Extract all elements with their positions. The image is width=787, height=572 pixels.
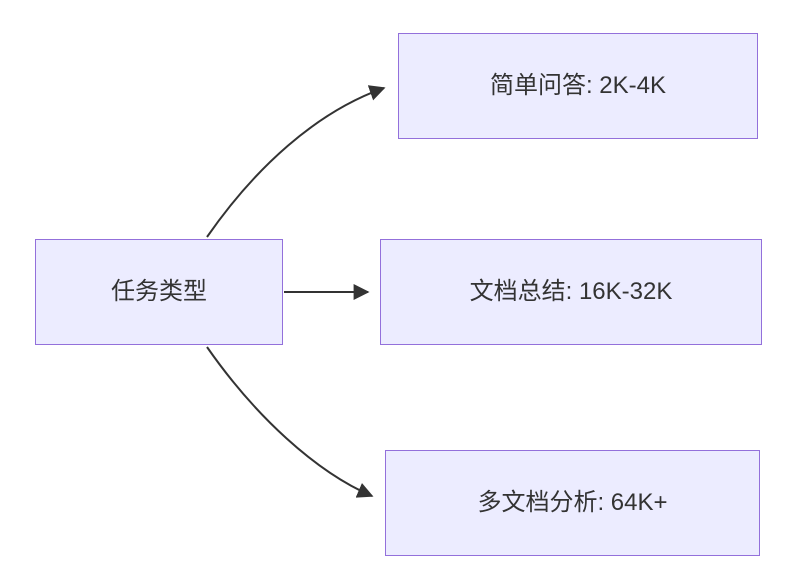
- node-simple-qa: 简单问答: 2K-4K: [398, 33, 758, 139]
- node-doc-summary: 文档总结: 16K-32K: [380, 239, 762, 345]
- node-simple-qa-label: 简单问答: 2K-4K: [489, 71, 667, 99]
- edge-root-to-bottom: [206, 346, 374, 498]
- edge-root-to-top: [206, 85, 386, 238]
- node-multi-doc-analysis-label: 多文档分析: 64K+: [477, 488, 668, 516]
- node-doc-summary-label: 文档总结: 16K-32K: [469, 277, 673, 305]
- node-multi-doc-analysis: 多文档分析: 64K+: [385, 450, 760, 556]
- node-task-type-label: 任务类型: [111, 277, 207, 305]
- node-task-type: 任务类型: [35, 239, 283, 345]
